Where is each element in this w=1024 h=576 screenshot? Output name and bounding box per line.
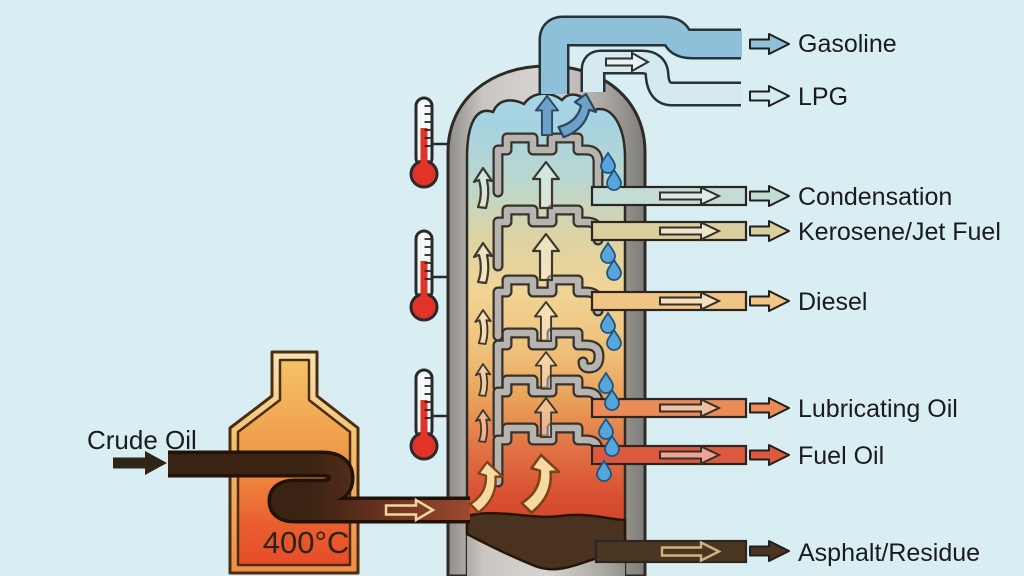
crude-oil-label: Crude Oil xyxy=(87,425,197,455)
furnace-temperature: 400°C xyxy=(263,525,350,560)
product-label-diesel: Diesel xyxy=(798,288,867,316)
kerosene-flow-arrow-icon xyxy=(659,220,722,242)
lubricating-oil-flow-arrow-icon xyxy=(659,397,722,419)
tower-bottom-cap xyxy=(467,534,625,576)
product-label-lubricating-oil: Lubricating Oil xyxy=(798,395,958,423)
product-label-asphalt: Asphalt/Residue xyxy=(798,539,980,567)
diesel-flow-arrow-icon xyxy=(659,290,722,312)
lpg-flow-arrow-icon xyxy=(605,51,651,73)
kerosene-label-arrow-icon xyxy=(749,220,790,242)
product-label-condensation: Condensation xyxy=(798,183,952,211)
product-label-lpg: LPG xyxy=(798,83,848,111)
asphalt-pipe xyxy=(594,539,748,564)
tray-4-inner xyxy=(494,329,603,391)
gasoline-label-arrow-icon xyxy=(749,33,790,55)
crude-flow-arrow-icon xyxy=(384,497,436,523)
lpg-pipe xyxy=(583,52,742,104)
product-label-fuel-oil: Fuel Oil xyxy=(798,442,884,470)
condensation-flow-arrow-icon xyxy=(659,185,722,207)
gasoline-pipe xyxy=(541,18,742,94)
crude-oil-arrow-icon xyxy=(113,451,167,475)
fuel-oil-label-arrow-icon xyxy=(749,444,790,466)
overhead-pipes xyxy=(538,15,742,107)
asphalt-flow-arrow-icon xyxy=(660,540,722,563)
asphalt-label-arrow-icon xyxy=(749,540,790,562)
crude-oil-feed: Crude Oil xyxy=(87,425,470,524)
product-labels: Gasoline LPG Condensation Kerosene/Jet F… xyxy=(749,30,1001,567)
product-pipes xyxy=(590,185,748,564)
lubricating-oil-label-arrow-icon xyxy=(749,397,790,419)
lpg-label-arrow-icon xyxy=(749,85,790,107)
tray-1-inner xyxy=(494,134,602,200)
product-label-gasoline: Gasoline xyxy=(798,30,897,58)
crude-oil-pipe xyxy=(168,454,470,520)
product-label-kerosene: Kerosene/Jet Fuel xyxy=(798,218,1001,246)
diesel-label-arrow-icon xyxy=(749,290,790,312)
condensation-label-arrow-icon xyxy=(749,185,790,207)
fuel-oil-flow-arrow-icon xyxy=(659,444,722,466)
